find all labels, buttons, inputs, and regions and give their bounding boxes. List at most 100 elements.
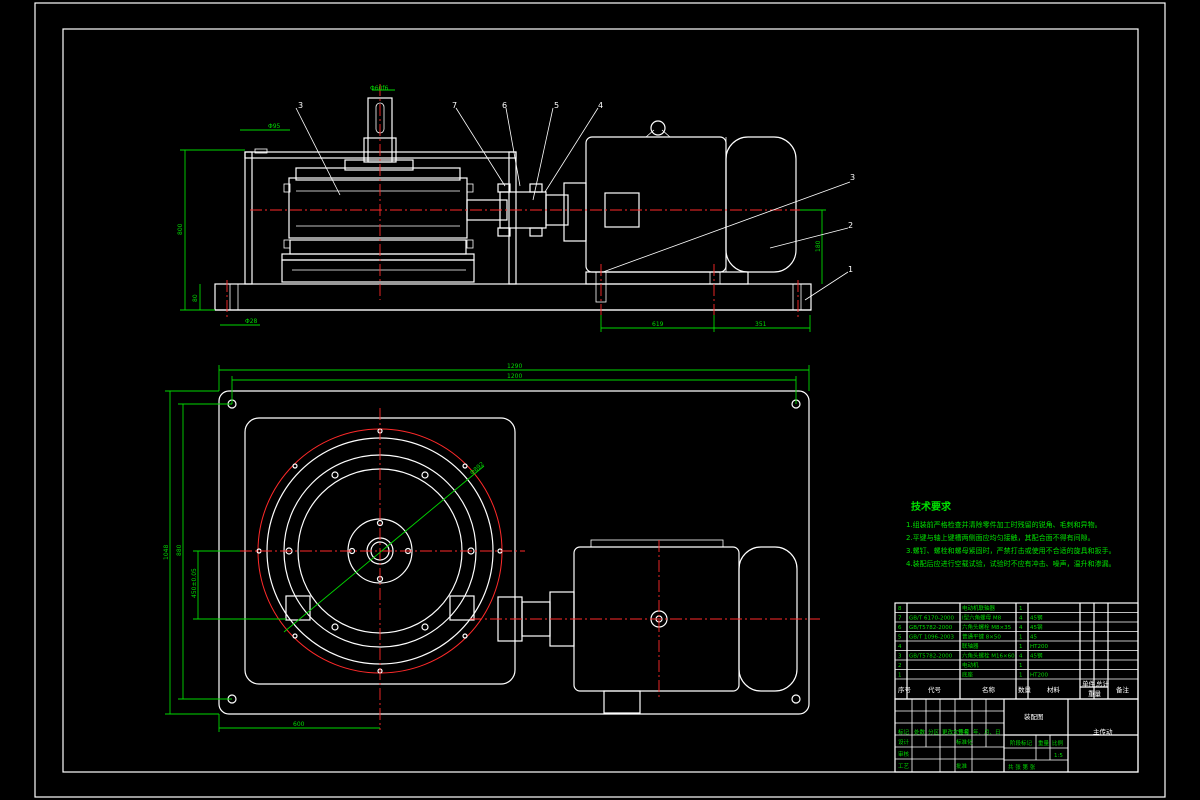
motor-top [573, 539, 798, 714]
outer-border [34, 2, 1166, 798]
parts-cell-no: 6 [898, 625, 902, 631]
requirement-1: 1.组装前严格检查并清除零件加工时残留的锐角、毛刺和异物。 [906, 520, 1102, 529]
hdr-weight: 重量 [1088, 690, 1102, 698]
top-view: Φ892 1290 1200 1048 880 450±0.05 600 [163, 363, 820, 732]
hdr-code: 代号 [928, 685, 942, 694]
parts-cell-code: GB/T 1096-2003 [909, 635, 954, 641]
dim-overall-width: 1290 [507, 363, 522, 370]
parts-cell-mat: 45钢 [1030, 614, 1043, 622]
dim-shaft: Φ60f6 [370, 85, 388, 92]
requirement-3: 3.螺钉、螺栓和螺母紧固时，严禁打击或使用不合适的旋具和扳手。 [906, 546, 1116, 555]
hdr-qty: 数量 [1018, 685, 1032, 694]
parts-cell-name: I型六角螺母 M8 [962, 614, 1002, 622]
front-view: 800 80 Φ95 Φ60f6 Φ28 619 351 180 3 7 6 5… [177, 84, 855, 332]
parts-cell-name: 电动机 [962, 661, 979, 669]
dim-overall-height: 1048 [163, 545, 170, 560]
callout-5: 5 [554, 101, 559, 110]
callout-1: 1 [848, 265, 853, 274]
tb-date: 年、月、日 [973, 728, 1001, 736]
parts-cell-no: 2 [898, 663, 902, 669]
dim-hole-spacing: 1200 [507, 373, 522, 380]
parts-cell-name: 六角头螺栓 M16×60 [962, 652, 1015, 660]
part-name: 主传动 [1093, 727, 1113, 736]
tb-process: 工艺 [898, 763, 910, 770]
inner-border [62, 28, 1139, 773]
tb-review: 审核 [898, 750, 910, 758]
parts-cell-no: 8 [898, 606, 902, 612]
parts-cell-name: 普通平键 8×50 [962, 633, 1001, 641]
tb-approve: 批准 [956, 762, 968, 770]
tb-mark: 标记 [898, 728, 910, 736]
technical-requirements: 技术要求 1.组装前严格检查并清除零件加工时残留的锐角、毛刺和异物。 2.平键与… [906, 500, 1116, 568]
scale-value: 1:5 [1054, 753, 1063, 759]
callout-2: 2 [848, 221, 853, 230]
callout-3: 3 [850, 173, 855, 182]
dim-flange-dia: Φ892 [469, 461, 486, 477]
drawing-name: 装配图 [1024, 712, 1044, 721]
parts-cell-name: 电动机联轴器 [962, 604, 996, 612]
hdr-note: 备注 [1116, 685, 1130, 694]
parts-cell-qty: 1 [1019, 673, 1023, 679]
tb-zone: 分区 [928, 728, 940, 736]
dim-center-offset: 450±0.05 [191, 568, 198, 598]
parts-cell-name: 底座 [962, 671, 974, 679]
hdr-unit: 单件 [1082, 679, 1096, 688]
dim-motor-b: 351 [755, 321, 767, 328]
base-plate-top [218, 390, 810, 715]
parts-cell-qty: 1 [1019, 663, 1023, 669]
parts-cell-qty: 4 [1019, 625, 1023, 631]
hdr-mat: 材料 [1047, 685, 1061, 694]
scale-label: 比例 [1052, 739, 1064, 747]
callout-6: 6 [502, 101, 507, 110]
base-plate [214, 283, 812, 311]
callout-7: 7 [452, 101, 457, 110]
parts-cell-mat: HT200 [1030, 673, 1048, 679]
parts-cell-code: GB/T5782-2000 [909, 625, 953, 631]
parts-cell-no: 4 [898, 644, 902, 650]
hdr-name: 名称 [982, 685, 996, 694]
parts-cell-mat: 45钢 [1030, 623, 1043, 631]
parts-cell-no: 1 [898, 673, 902, 679]
tb-standard: 标准化 [956, 738, 973, 746]
parts-cell-name: 六角头螺栓 M8×35 [962, 623, 1012, 631]
dim-bottom: Φ28 [245, 318, 258, 325]
hdr-total: 总计 [1096, 679, 1110, 688]
dim-motor-a: 619 [652, 321, 664, 328]
hdr-no: 序号 [898, 685, 912, 694]
dim-motor-h: 180 [815, 240, 822, 252]
parts-cell-no: 3 [898, 654, 902, 660]
dim-bottom-offset: 600 [293, 721, 305, 728]
dim-small: Φ95 [268, 123, 281, 130]
weight-label: 重量 [1038, 739, 1050, 747]
requirement-2: 2.平键与轴上键槽两侧面应均匀接触，其配合面不得有间隙。 [906, 533, 1095, 542]
callout-4: 4 [598, 101, 603, 110]
tb-change: 更改文件号 [942, 728, 970, 736]
parts-cell-qty: 1 [1019, 644, 1023, 650]
stage-mark: 阶段标记 [1010, 739, 1033, 747]
parts-cell-mat: HT200 [1030, 644, 1048, 650]
parts-cell-no: 5 [898, 635, 902, 641]
tb-sign: 签名 [958, 728, 969, 736]
parts-cell-qty: 1 [1019, 635, 1023, 641]
parts-cell-code: GB/T5782-2000 [909, 654, 953, 660]
reducer-body [288, 177, 468, 239]
motor-front [563, 120, 797, 303]
parts-cell-name: 联轴器 [962, 642, 979, 650]
parts-cell-qty: 4 [1019, 616, 1023, 622]
parts-cell-qty: 1 [1019, 606, 1023, 612]
title-block: 装配图 主传动 阶段标记 重量 比例 1:5 共 张 第 张 标记 处数 分区 … [894, 698, 1139, 773]
parts-cell-mat: 45钢 [1030, 652, 1043, 660]
requirement-4: 4.装配后应进行空载试验，试验时不应有冲击、噪声，温升和渗漏。 [906, 559, 1116, 568]
dim-height: 800 [177, 223, 184, 235]
tb-count: 处数 [914, 728, 926, 736]
parts-cell-no: 7 [898, 616, 902, 622]
parts-cell-code: GB/T 6170-2000 [909, 616, 954, 622]
dim-hole-height: 880 [176, 544, 183, 556]
requirements-title: 技术要求 [911, 500, 952, 513]
callout-3a: 3 [298, 101, 303, 110]
tb-design: 设计 [898, 738, 910, 746]
dim-base: 80 [192, 294, 199, 302]
parts-cell-qty: 4 [1019, 654, 1023, 660]
